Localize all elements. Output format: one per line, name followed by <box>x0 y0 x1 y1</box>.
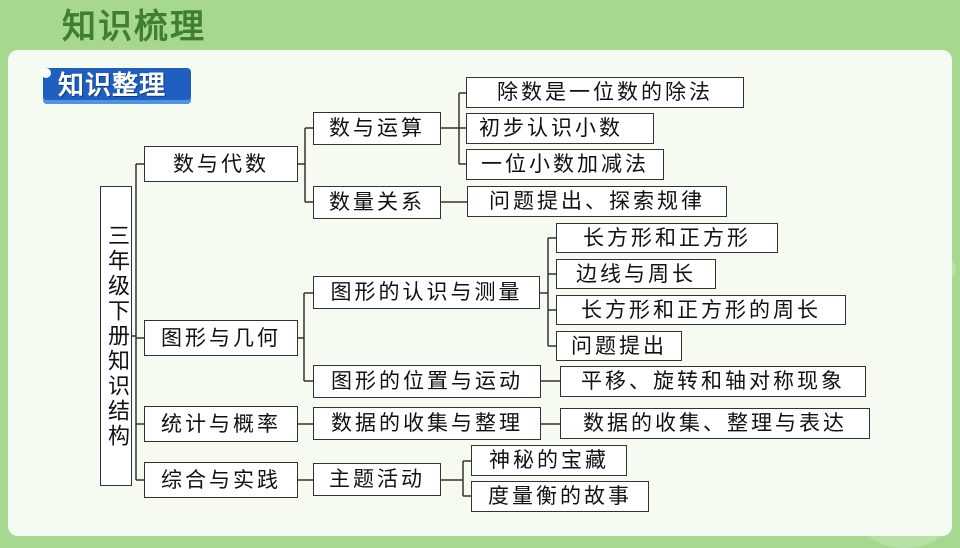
badge-dot-icon <box>41 68 51 78</box>
leaf-problem-patterns: 问题提出、探索规律 <box>467 186 727 217</box>
leaf-decimal-add-subtract: 一位小数加减法 <box>466 149 664 180</box>
root-node: 三年级下册知识结构 <box>100 186 132 486</box>
leaf-decimals-intro: 初步认识小数 <box>466 113 654 144</box>
node-theme-activity: 主题活动 <box>313 463 441 496</box>
node-geometry: 图形与几何 <box>144 320 298 356</box>
leaf-sides-perimeter: 边线与周长 <box>556 259 716 289</box>
section-badge <box>43 68 191 104</box>
section-badge-label: 知识整理 <box>58 71 167 101</box>
node-data-collection: 数据的收集与整理 <box>313 407 541 440</box>
node-number-operations: 数与运算 <box>313 112 441 145</box>
leaf-problem-posing: 问题提出 <box>556 331 682 361</box>
page-title: 知识梳理 <box>62 7 206 47</box>
node-shape-position-motion: 图形的位置与运动 <box>313 365 541 398</box>
node-shape-recognition-measurement: 图形的认识与测量 <box>313 276 540 309</box>
leaf-transformations: 平移、旋转和轴对称现象 <box>560 366 866 397</box>
leaf-rectangle-square: 长方形和正方形 <box>556 223 778 253</box>
leaf-division-one-digit: 除数是一位数的除法 <box>466 77 744 108</box>
node-quantity-relations: 数量关系 <box>313 186 441 219</box>
node-statistics-probability: 统计与概率 <box>144 406 298 442</box>
leaf-measurement-story: 度量衡的故事 <box>471 481 649 512</box>
root-node-label: 三年级下册知识结构 <box>104 223 129 449</box>
node-synthesis-practice: 综合与实践 <box>144 462 298 498</box>
leaf-mysterious-treasure: 神秘的宝藏 <box>471 445 627 476</box>
leaf-data-expression: 数据的收集、整理与表达 <box>560 408 870 439</box>
node-number-algebra: 数与代数 <box>144 146 298 182</box>
leaf-rectangle-square-perimeter: 长方形和正方形的周长 <box>556 295 846 325</box>
